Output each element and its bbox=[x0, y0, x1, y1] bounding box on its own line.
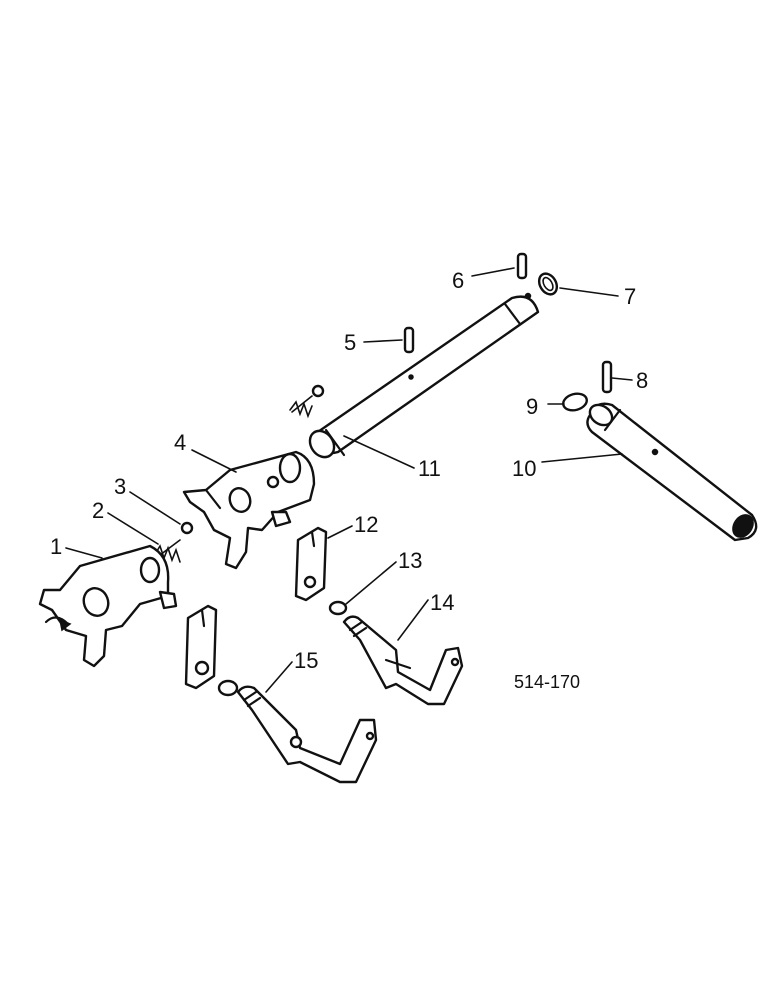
part-5-pin bbox=[403, 326, 415, 354]
part-8-pin bbox=[601, 360, 613, 394]
callout-1: 1 bbox=[50, 534, 62, 559]
callout-12: 12 bbox=[354, 512, 378, 537]
part-12-plate bbox=[294, 526, 328, 602]
callout-3: 3 bbox=[114, 474, 126, 499]
part-15-shift-lever bbox=[236, 685, 378, 784]
callout-6: 6 bbox=[452, 268, 464, 293]
part-11-shift-rail bbox=[308, 292, 540, 459]
part-9-ring bbox=[562, 392, 588, 412]
part-13-ring bbox=[328, 600, 348, 616]
callout-7: 7 bbox=[624, 284, 636, 309]
callout-10: 10 bbox=[512, 456, 536, 481]
callout-11: 11 bbox=[418, 456, 441, 481]
part-7-ring bbox=[537, 272, 559, 296]
reference-code: 514-170 bbox=[514, 672, 580, 692]
callout-15: 15 bbox=[294, 648, 318, 673]
callout-14: 14 bbox=[430, 590, 454, 615]
part-1-shift-fork bbox=[38, 544, 178, 668]
part-4-shift-fork bbox=[182, 450, 316, 570]
callout-2: 2 bbox=[92, 498, 104, 523]
part-3-ball bbox=[180, 521, 194, 535]
detent-spring-upper bbox=[289, 384, 325, 419]
lower-plate bbox=[184, 604, 218, 690]
part-10-shift-rail bbox=[586, 402, 758, 542]
callout-4: 4 bbox=[174, 430, 186, 455]
lower-ring bbox=[217, 679, 239, 697]
callout-5: 5 bbox=[344, 330, 356, 355]
leader-lines bbox=[65, 267, 633, 693]
part-6-pin bbox=[516, 252, 528, 280]
callout-13: 13 bbox=[398, 548, 422, 573]
part-14-shift-lever bbox=[342, 615, 464, 706]
callout-9: 9 bbox=[526, 394, 538, 419]
callout-8: 8 bbox=[636, 368, 648, 393]
